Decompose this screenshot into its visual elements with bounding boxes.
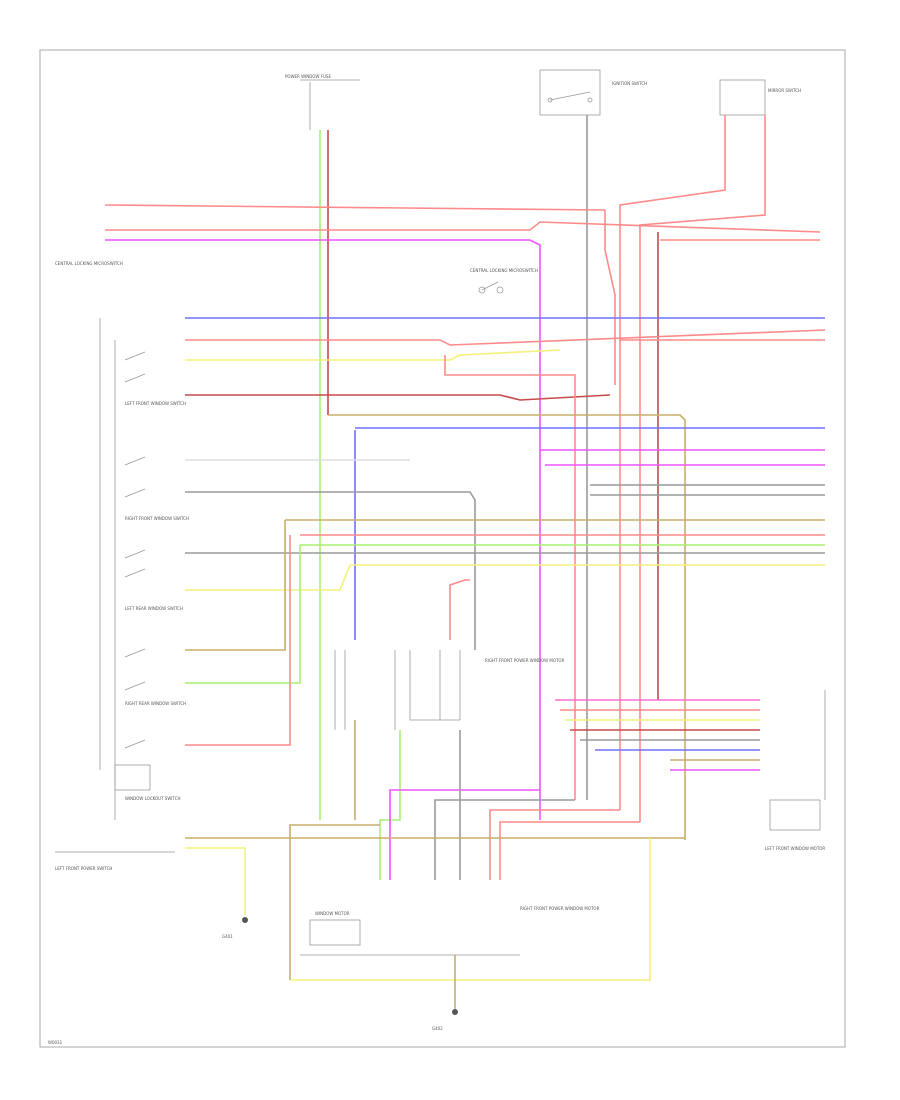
left-front-window-motor-label: LEFT FRONT WINDOW MOTOR: [765, 846, 825, 851]
bus-yellow-3: [185, 564, 351, 591]
bus-green-2: [185, 545, 301, 684]
bus-red-4: [185, 329, 826, 346]
bus-red-1: [104, 204, 606, 211]
ground-icon: G401: [222, 917, 248, 939]
ground-bottom-label: G402: [432, 1026, 443, 1031]
center-switch-block: [334, 650, 461, 730]
window-motor-label: WINDOW MOTOR: [315, 911, 350, 916]
left-front-window-motor: LEFT FRONT WINDOW MOTOR: [765, 799, 825, 851]
bus-tan-3: [185, 520, 286, 651]
diagram-frame: [39, 49, 846, 1048]
wire-magenta-motor: [389, 789, 540, 880]
window-motor-box: [309, 919, 361, 946]
left-rear-window-switch-label: LEFT REAR WINDOW SWITCH: [125, 606, 183, 611]
right-rear-window-switch-label: RIGHT REAR WINDOW SWITCH: [125, 701, 186, 706]
wire-red-motor-2: [499, 821, 640, 880]
mirror-switch-box: MIRROR SWITCH: [719, 79, 801, 116]
wire-gray-motor: [434, 799, 575, 880]
central-locking-left-label: CENTRAL LOCKING MICROSWITCH: [55, 261, 123, 266]
wire-mirror-b: [639, 115, 766, 822]
module-label: RIGHT FRONT POWER WINDOW MOTOR: [520, 906, 600, 911]
ignition-switch-label: IGNITION SWITCH: [612, 81, 647, 86]
bus-tan: [328, 414, 686, 840]
wire-red-lock: [444, 355, 576, 800]
bus-red-7: [185, 535, 291, 746]
wire-yellow-ground: [185, 847, 246, 915]
wire-red-drop: [604, 210, 616, 385]
wire-red-motor-1: [489, 809, 620, 880]
right-front-power-window-motor-label: RIGHT FRONT POWER WINDOW MOTOR: [485, 658, 565, 663]
right-front-window-switch-label: RIGHT FRONT WINDOW SWITCH: [125, 516, 189, 521]
mirror-switch-label: MIRROR SWITCH: [768, 88, 801, 93]
central-locking-switch: CENTRAL LOCKING MICROSWITCH: [470, 268, 538, 294]
bus-yellow-1: [185, 349, 561, 361]
wire-module-tan: [289, 824, 380, 980]
bus-gray-1: [185, 491, 476, 650]
ground-left-label: G401: [222, 934, 233, 939]
wire-red-sw: [449, 579, 470, 640]
left-front-power-switch-label: LEFT FRONT POWER SWITCH: [55, 866, 112, 871]
window-lockout-switch-label: WINDOW LOCKOUT SWITCH: [125, 796, 181, 801]
central-locking-label: CENTRAL LOCKING MICROSWITCH: [470, 268, 538, 273]
ignition-switch: IGNITION SWITCH: [539, 69, 647, 116]
fuse-block: POWER WINDOW FUSE: [285, 74, 360, 130]
wire-yellow-loop: [290, 838, 651, 981]
bus-darkred: [185, 394, 611, 401]
fuse-label: POWER WINDOW FUSE: [285, 74, 331, 79]
page-code: W0031: [48, 1040, 63, 1045]
wire-mirror-a: [619, 115, 726, 810]
left-front-window-switch-label: LEFT FRONT WINDOW SWITCH: [125, 401, 186, 406]
bus-magenta: [105, 239, 541, 820]
ground-icon: G402: [432, 1009, 458, 1031]
switch-glyphs: [114, 351, 151, 791]
bus-red-2: [105, 221, 821, 233]
